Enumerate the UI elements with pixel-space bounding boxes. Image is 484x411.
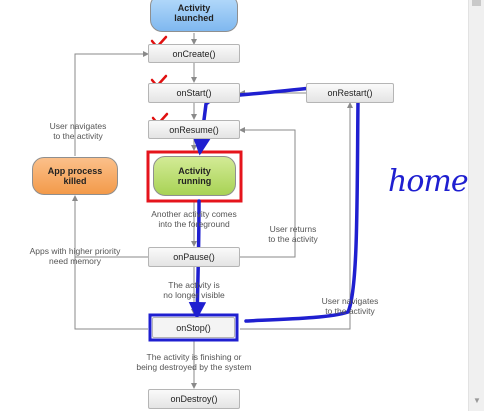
connector-killed-create [74, 51, 149, 156]
node-on-start: onStart() [148, 83, 240, 103]
node-on-pause: onPause() [148, 247, 240, 267]
node-activity-launched: Activity launched [150, 0, 238, 32]
scroll-down-arrow-icon[interactable]: ▼ [473, 396, 481, 405]
node-app-process-killed: App process killed [32, 157, 118, 195]
note-apps-higher-priority: Apps with higher priority need memory [29, 246, 121, 266]
node-activity-running: Activity running [153, 156, 236, 196]
node-on-restart: onRestart() [306, 83, 394, 103]
node-on-resume: onResume() [148, 120, 240, 139]
connector-pause-resume [239, 127, 296, 258]
connector-stop-restart [240, 102, 353, 330]
node-on-destroy: onDestroy() [148, 389, 240, 409]
note-finishing-destroyed: The activity is finishing or being destr… [136, 352, 252, 372]
stop-highlight-box [148, 313, 239, 342]
note-another-activity: Another activity comes into the foregrou… [151, 209, 237, 229]
connectors [72, 33, 353, 389]
note-user-returns: User returns to the activity [268, 224, 318, 244]
note-user-navigates-right: User navigates to the activity [321, 296, 379, 316]
node-on-stop: onStop() [152, 317, 235, 338]
handwritten-home-annotation: home [388, 164, 469, 199]
note-no-longer-visible: The activity is no longer visible [163, 280, 225, 300]
node-on-create: onCreate() [148, 44, 240, 63]
connector-stop-killed [74, 257, 148, 330]
note-user-navigates-left: User navigates to the activity [49, 121, 107, 141]
blue-path-stop-to-restart [244, 85, 361, 323]
vertical-scrollbar[interactable]: ▼ [468, 0, 484, 411]
scrollbar-thumb[interactable] [472, 0, 481, 6]
